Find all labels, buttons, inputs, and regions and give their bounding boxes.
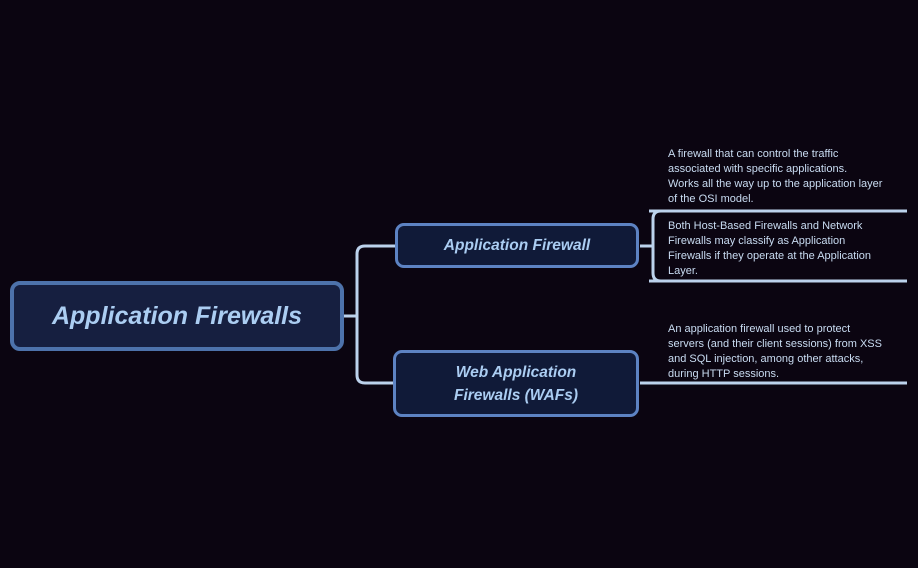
node-web-application-firewalls-label: Web Application Firewalls (WAFs) — [453, 363, 579, 404]
node-application-firewall-label: Application Firewall — [443, 237, 591, 254]
node-application-firewall[interactable]: Application Firewall — [395, 223, 639, 268]
branch-up-line — [355, 244, 395, 316]
node-application-firewalls[interactable]: Application Firewalls — [10, 281, 344, 351]
note-application-firewall-classification[interactable]: Both Host-Based Firewalls and Network Fi… — [668, 220, 872, 277]
node-application-firewalls-label: Application Firewalls — [51, 301, 303, 330]
branch-down-line — [355, 316, 393, 385]
note-waf-definition[interactable]: An application firewall used to protect … — [668, 323, 882, 380]
af-up-curve — [651, 209, 662, 246]
node-web-application-firewalls[interactable]: Web Application Firewalls (WAFs) — [393, 350, 639, 417]
af-down-curve — [651, 246, 662, 283]
note-application-firewall-definition[interactable]: A firewall that can control the traffic … — [668, 148, 883, 205]
